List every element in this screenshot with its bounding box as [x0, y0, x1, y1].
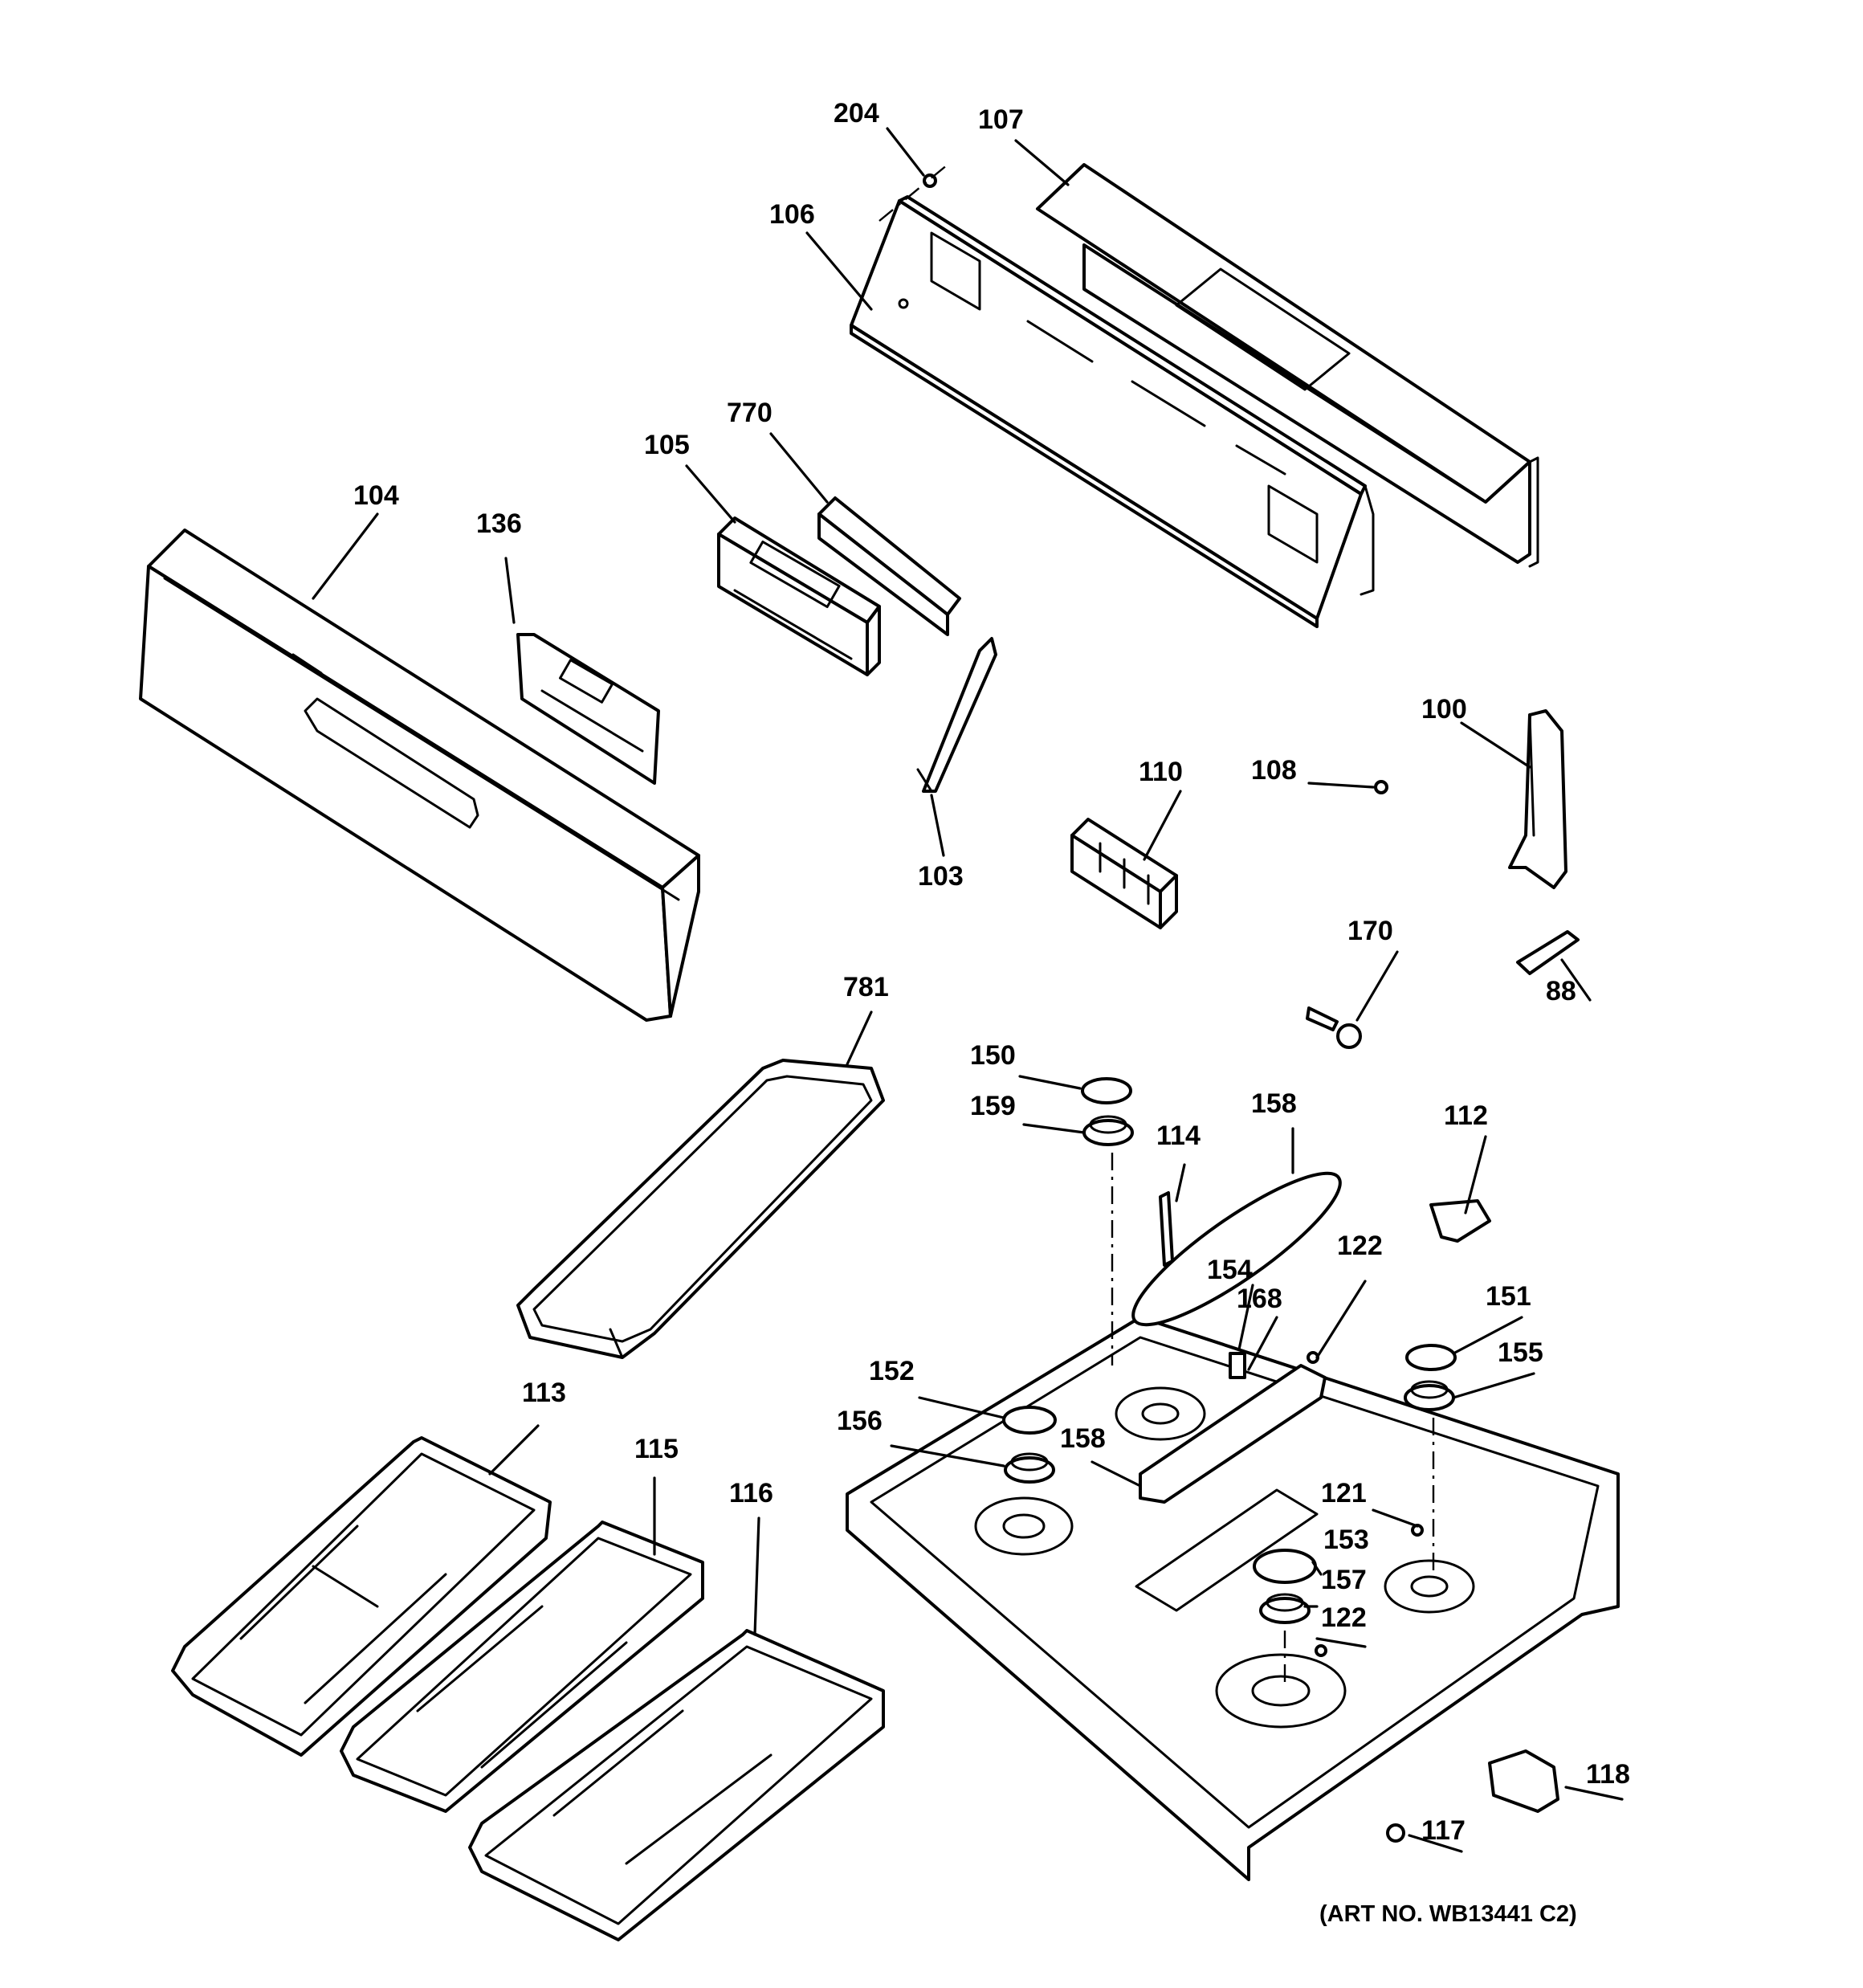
part-155-burner-head [1404, 1380, 1455, 1411]
callout-115: 115 [634, 1434, 679, 1464]
part-117-nut [1386, 1823, 1405, 1843]
callout-104: 104 [353, 480, 399, 511]
callout-114: 114 [1156, 1121, 1201, 1151]
callout-113: 113 [522, 1378, 566, 1408]
part-107-rear-panel [1036, 163, 1539, 568]
callout-158a: 158 [1251, 1088, 1297, 1119]
part-114-tab [1159, 1191, 1174, 1267]
part-154-valve [1229, 1352, 1246, 1379]
callout-168: 168 [1237, 1284, 1282, 1314]
callout-117: 117 [1421, 1815, 1466, 1846]
part-100-end-cap [1508, 709, 1567, 889]
callout-150: 150 [970, 1040, 1016, 1071]
part-112-igniter [1429, 1199, 1491, 1243]
part-136-overlay [516, 633, 660, 785]
part-781-griddle [516, 1059, 885, 1359]
callout-122a: 122 [1337, 1231, 1383, 1261]
part-156-burner-head [1004, 1452, 1055, 1484]
part-150-burner-cap [1081, 1077, 1132, 1104]
callout-770: 770 [727, 398, 773, 428]
callout-153: 153 [1323, 1525, 1369, 1555]
callout-100: 100 [1421, 694, 1467, 725]
callout-118: 118 [1586, 1759, 1630, 1790]
callout-121: 121 [1321, 1478, 1367, 1508]
part-159-burner-head [1082, 1115, 1134, 1146]
part-151-burner-cap [1405, 1344, 1457, 1371]
callout-labels: 204 107 106 770 105 104 136 103 100 108 … [353, 98, 1630, 1927]
part-157-burner-head [1259, 1593, 1311, 1624]
part-106-backsplash [850, 195, 1375, 628]
callout-107: 107 [978, 104, 1024, 135]
part-118-foot [1488, 1749, 1559, 1813]
part-122-screw [1307, 1351, 1327, 1657]
callout-152: 152 [869, 1356, 915, 1386]
callout-154: 154 [1207, 1255, 1253, 1285]
callout-157: 157 [1321, 1565, 1367, 1595]
callout-136: 136 [476, 508, 522, 539]
callout-151: 151 [1486, 1281, 1531, 1312]
callout-108: 108 [1251, 755, 1297, 786]
part-158-burner-seal [1131, 1171, 1342, 1327]
part-158-gasket [1139, 1364, 1327, 1504]
callout-158b: 158 [1060, 1423, 1106, 1454]
callout-112: 112 [1444, 1100, 1488, 1131]
callout-170: 170 [1347, 916, 1393, 946]
callout-106: 106 [769, 199, 815, 230]
callout-105: 105 [644, 430, 690, 460]
part-113-grate [171, 1436, 552, 1757]
part-110-terminal-block [1070, 818, 1178, 929]
callout-103: 103 [918, 861, 964, 892]
part-204-screw [879, 164, 948, 222]
callout-155: 155 [1498, 1337, 1543, 1368]
part-115-grate [340, 1521, 704, 1813]
part-170-screw [1306, 1006, 1362, 1049]
part-116-grate [468, 1629, 885, 1941]
callout-781: 781 [843, 972, 889, 1002]
part-104-control-panel [139, 529, 700, 1022]
part-770-bracket [817, 496, 961, 636]
callout-156: 156 [837, 1406, 883, 1436]
part-108-screw [1374, 780, 1388, 794]
callout-110: 110 [1139, 757, 1183, 787]
callout-116: 116 [729, 1478, 773, 1508]
part-88-bracket [1516, 930, 1580, 975]
art-number: (ART NO. WB13441 C2) [1319, 1901, 1577, 1927]
callout-122b: 122 [1321, 1602, 1367, 1633]
callout-204: 204 [834, 98, 879, 129]
callout-88: 88 [1546, 976, 1576, 1006]
part-152-burner-cap [1002, 1406, 1057, 1435]
callout-159: 159 [970, 1091, 1016, 1121]
part-105-control-board [717, 516, 881, 676]
part-153-burner-cap [1253, 1549, 1317, 1584]
leader-lines [312, 127, 1624, 1853]
part-103-side-trim [916, 637, 997, 793]
